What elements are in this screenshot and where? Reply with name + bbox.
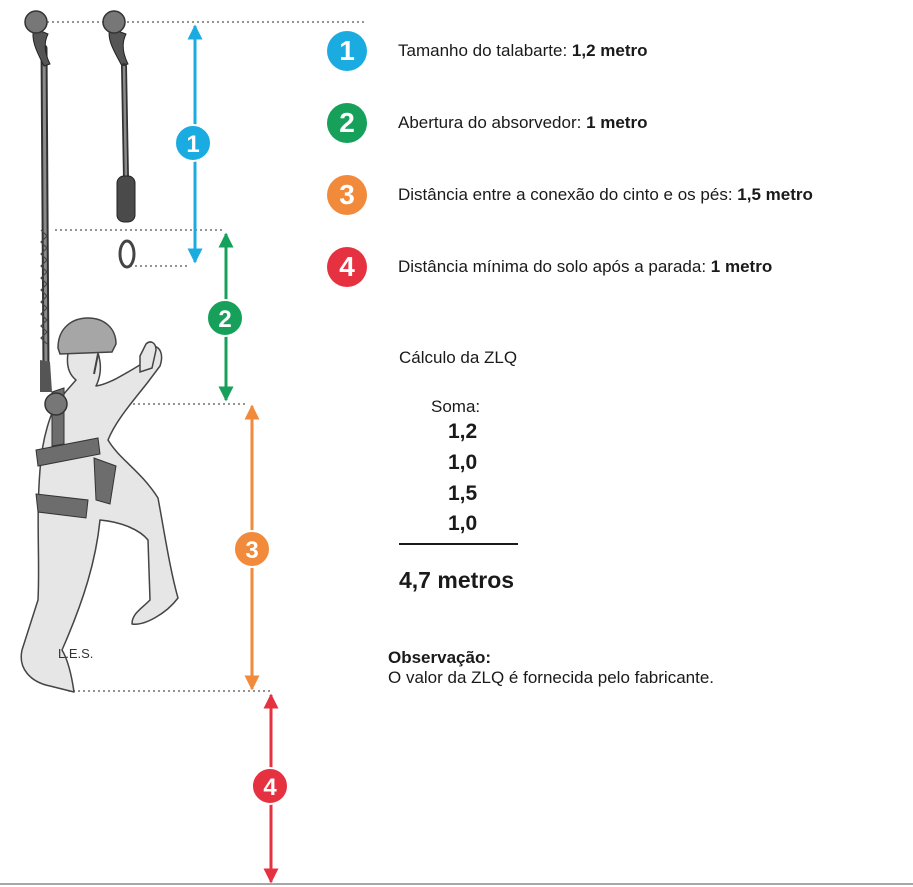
legend-badge-2: 2 bbox=[327, 103, 367, 143]
sum-value-3: 1,5 bbox=[448, 482, 478, 505]
sum-total: 4,7 metros bbox=[399, 567, 515, 593]
sum-value-4: 1,0 bbox=[448, 512, 478, 535]
legend-badge-1: 1 bbox=[327, 31, 367, 71]
legend-text-3: Distância entre a conexão do cinto e os … bbox=[398, 185, 813, 204]
marker-4: 4 bbox=[251, 767, 289, 805]
marker-3: 3 bbox=[233, 530, 271, 568]
lanyard-deployed bbox=[32, 27, 52, 392]
svg-text:3: 3 bbox=[245, 537, 258, 564]
helmet-strap bbox=[93, 353, 99, 375]
shock-absorber-pack bbox=[116, 175, 136, 223]
sum-label: Soma: bbox=[431, 397, 481, 416]
anchor-point-2 bbox=[102, 10, 126, 34]
worker-body bbox=[20, 341, 179, 693]
author-signature: L.E.S. bbox=[58, 646, 94, 661]
legend-badge-3: 3 bbox=[327, 175, 367, 215]
calculation-title: Cálculo da ZLQ bbox=[399, 348, 518, 367]
carabiner-icon bbox=[118, 239, 136, 269]
observation-title: Observação: bbox=[388, 648, 491, 667]
torn-absorber bbox=[40, 229, 48, 345]
sum-divider bbox=[399, 543, 518, 545]
legend-text-2: Abertura do absorvedor: 1 metro bbox=[398, 113, 648, 132]
harness-leg-strap bbox=[35, 493, 89, 519]
harness-waist bbox=[93, 457, 117, 505]
marker-2: 2 bbox=[206, 299, 244, 337]
observation-text: O valor da ZLQ é fornecida pelo fabrican… bbox=[388, 668, 715, 687]
reference-lines bbox=[42, 21, 365, 692]
worker-arm bbox=[139, 341, 157, 374]
helmet bbox=[57, 317, 117, 355]
worker-figure bbox=[20, 317, 179, 693]
legend-text-1: Tamanho do talabarte: 1,2 metro bbox=[398, 41, 648, 60]
harness-chest-strap bbox=[35, 437, 101, 467]
legend-text-4: Distância mínima do solo após a parada: … bbox=[398, 257, 773, 276]
sum-value-1: 1,2 bbox=[448, 420, 478, 443]
svg-text:4: 4 bbox=[263, 774, 277, 801]
dorsal-attachment-point bbox=[44, 392, 68, 416]
lanyard-retracted bbox=[108, 27, 136, 269]
legend-badge-4: 4 bbox=[327, 247, 367, 287]
svg-text:1: 1 bbox=[186, 131, 199, 158]
anchor-point-1 bbox=[24, 10, 48, 34]
sum-value-2: 1,0 bbox=[448, 451, 478, 474]
marker-1: 1 bbox=[174, 124, 212, 162]
svg-text:2: 2 bbox=[218, 306, 231, 333]
hook-icon bbox=[32, 27, 51, 67]
